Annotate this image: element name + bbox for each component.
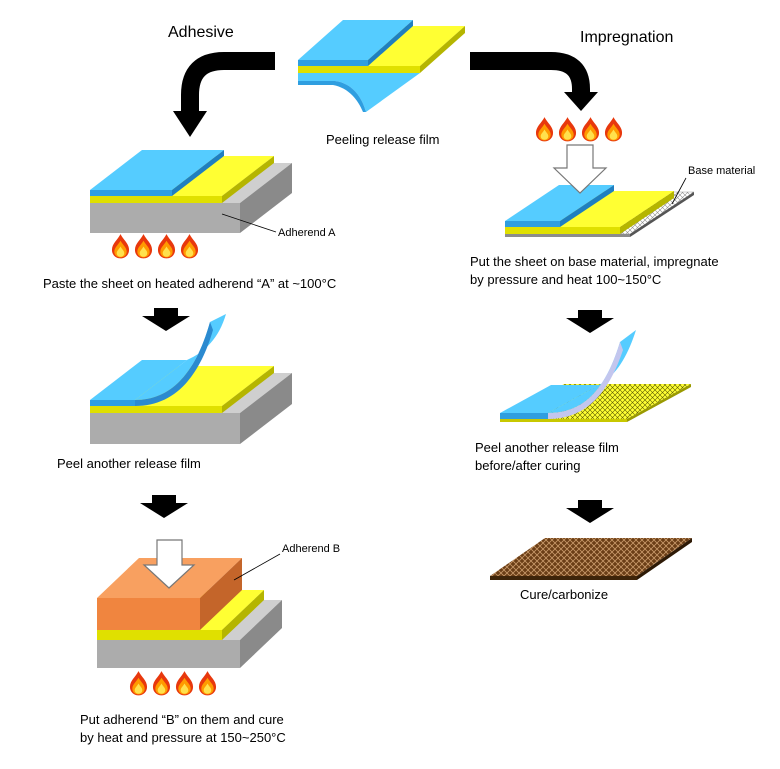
flame-icon [129,671,148,696]
flame-icon [558,117,577,142]
carbonized-sheet-side [637,538,692,580]
adherend-b-side [200,558,242,630]
flame-icon [535,117,554,142]
flame-icon [198,671,217,696]
peeling-release-film-illustration [298,20,465,112]
upper-release-film-top [298,20,413,60]
down-arrow-icon [566,500,614,523]
flame-icon [180,234,199,259]
impregnation-step2-stack [500,330,691,422]
adherend-b-front [97,598,200,630]
curved-arrow-left-head [173,111,207,137]
flame-icon [157,234,176,259]
peeling-release-film-caption: Peeling release film [326,132,439,147]
carbonized-sheet-top [490,538,692,576]
base-material-front [505,234,630,237]
release-film-top [90,150,224,190]
release-film-flat-top [500,385,599,413]
adhesive-sheet-side [222,590,264,640]
down-arrow-icon [142,308,190,331]
curved-arrow-right-head [564,92,598,111]
adhesive-step3-caption-line2: by heat and pressure at 150~250°C [80,730,286,745]
adherend-a-front [97,640,240,668]
adhesive-sheet-side [222,156,274,203]
impregnation-title: Impregnation [580,29,673,46]
adhesive-sheet-side [420,26,465,73]
carbonized-sheet-front [490,576,637,580]
release-film-front [505,221,560,227]
heat-flames [535,117,623,142]
adherend-b-label: Adherend B [282,543,340,555]
adherend-a-label: Adherend A [278,227,336,239]
base-material-leader-line [671,177,687,205]
release-film-underside [548,342,623,419]
adhesive-step1-stack [90,150,292,233]
release-film-front [90,400,135,406]
release-film-flat-top [90,360,187,400]
adhesive-title: Adhesive [168,24,234,41]
adherend-a-side [240,600,282,668]
impregnated-base-side [627,384,691,422]
flame-icon [581,117,600,142]
release-film-top [505,185,614,221]
adhesive-step1-caption: Paste the sheet on heated adherend “A” a… [43,276,336,291]
upper-release-film-side [368,20,413,66]
release-film-side [560,185,614,227]
lower-release-film-edge [298,81,366,112]
adhesive-step2-caption: Peel another release film [57,456,201,471]
flame-icon [111,234,130,259]
flame-icon [134,234,153,259]
impregnation-step1-caption-line2: by pressure and heat 100~150°C [470,272,661,287]
adhesive-step2-stack [90,314,292,444]
lower-release-film-peeling [298,73,420,112]
heat-flames [129,671,217,696]
press-arrow-icon [142,539,196,589]
heat-flames [111,234,199,259]
adhesive-sheet-front [505,227,620,234]
flame-icon [152,671,171,696]
carbonized-sheet [490,538,692,580]
adherend-a-side [240,163,292,233]
impregnation-step2-caption-line2: before/after curing [475,458,581,473]
curved-arrow-icon [470,52,598,111]
release-film-curl [548,330,636,413]
base-material-side [630,192,694,237]
impregnated-base-front [500,419,627,422]
adhesive-step3-caption-line1: Put adherend “B” on them and cure [80,712,284,727]
adhesive-sheet-side [620,191,674,234]
upper-release-film-front [298,60,368,66]
adhesive-sheet-front [298,66,420,73]
adhesive-sheet-side [222,366,274,413]
adhesive-sheet-front [90,196,222,203]
release-film-underside [135,322,213,406]
release-film-front [90,190,172,196]
impregnation-step1-stack [504,185,695,237]
impregnation-step2-caption-line1: Peel another release film [475,440,619,455]
impregnation-step3-caption: Cure/carbonize [520,587,608,602]
curved-arrow-left-body [181,52,275,113]
down-arrow-icon [140,495,188,518]
adhesive-sheet-front [90,406,222,413]
adhesive-step3-stack [97,558,282,668]
adherend-a-side [240,373,292,444]
flame-icon [604,117,623,142]
adherend-b-leader-line [233,553,281,581]
curved-arrow-icon [173,52,275,137]
impregnation-step1-caption-line1: Put the sheet on base material, impregna… [470,254,719,269]
release-film-front [500,413,548,419]
adherend-a-front [90,413,240,444]
release-film-curl [135,314,226,400]
curved-arrow-right-body [470,52,590,94]
down-arrow-icon [566,310,614,333]
adherend-a-leader-line [221,213,277,233]
base-material-label: Base material [688,165,755,177]
flame-icon [175,671,194,696]
release-film-side [172,150,224,196]
adhesive-sheet-front [97,630,222,640]
adherend-a-front [90,203,240,233]
press-arrow-icon [552,144,608,194]
